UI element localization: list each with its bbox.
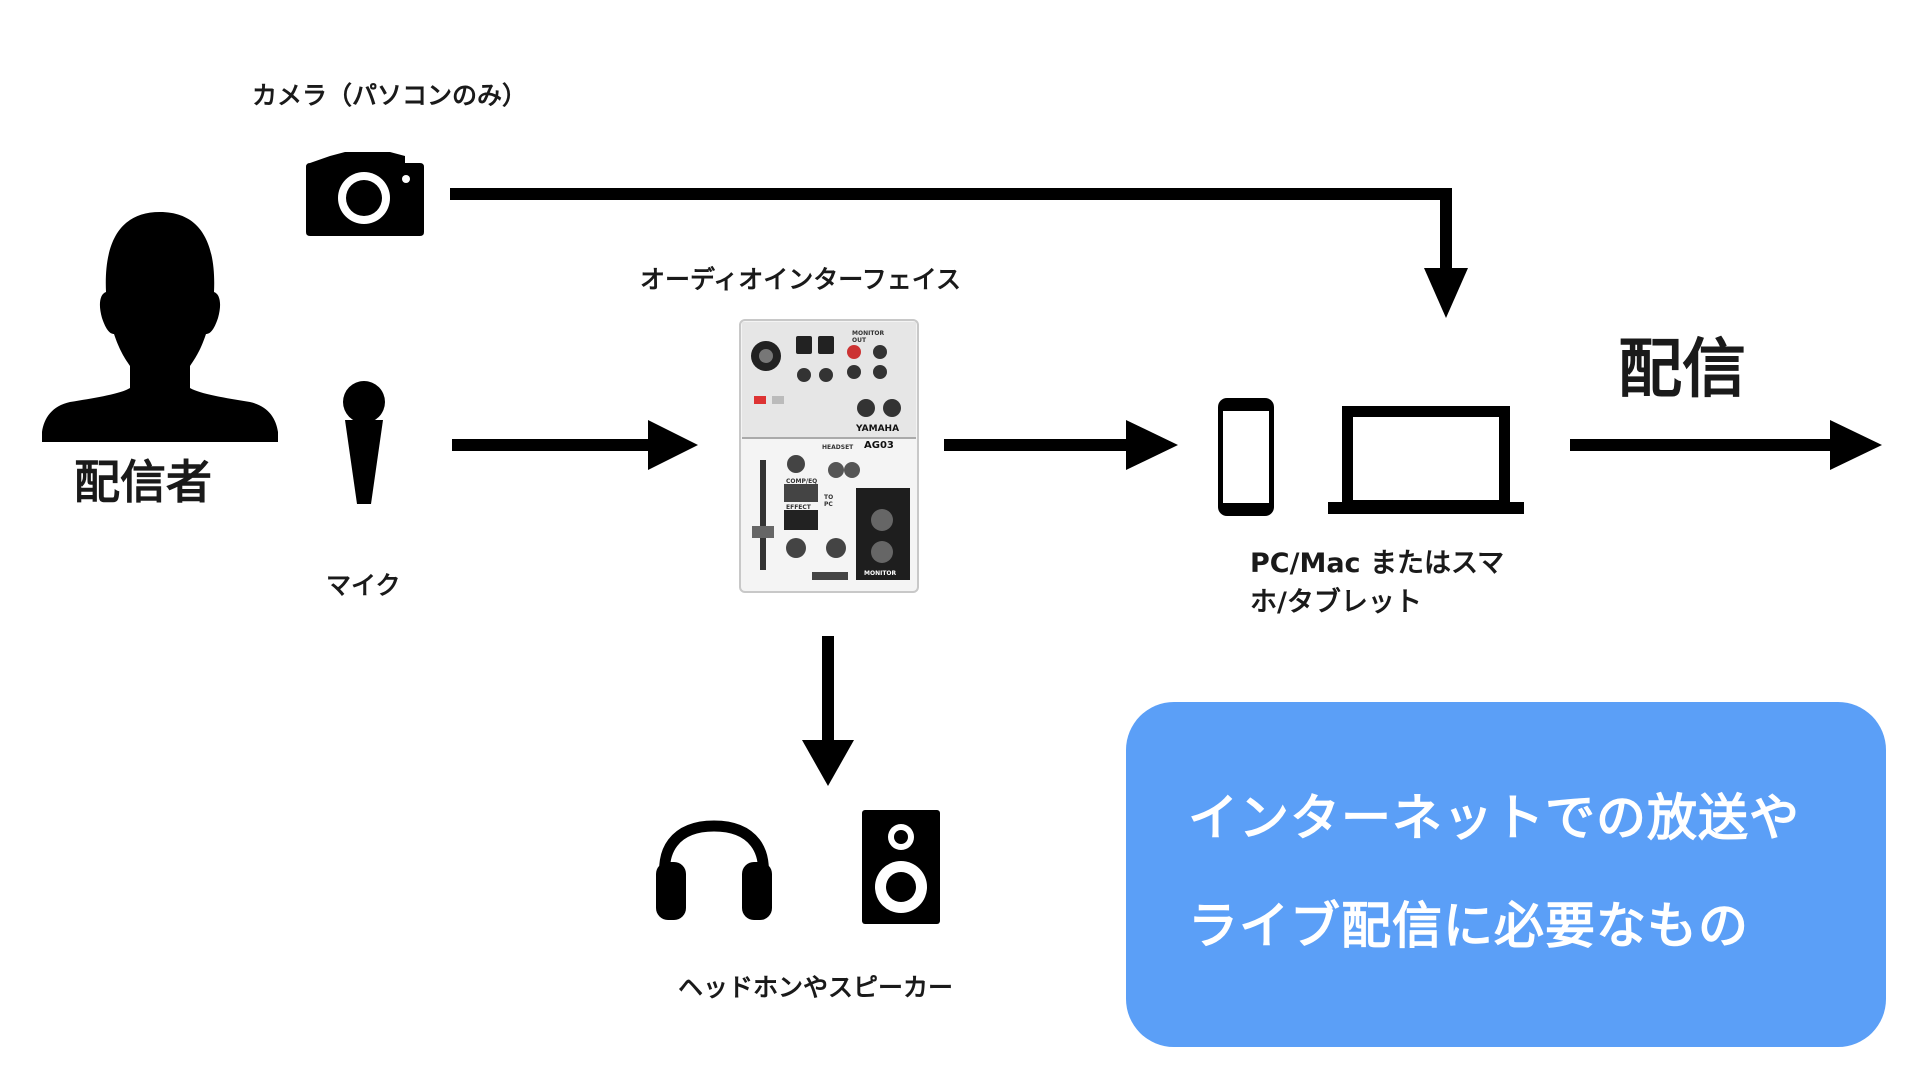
- person-icon: [42, 212, 278, 442]
- interface-brand: YAMAHA: [856, 424, 900, 434]
- devices-label: PC/Mac またはスマホ/タブレット: [1250, 548, 1505, 618]
- smartphone-icon: [1218, 398, 1274, 516]
- headphones-icon: [656, 820, 772, 920]
- camera-label: カメラ（パソコンのみ）: [252, 81, 528, 110]
- callout-line-1: インターネットでの放送や: [1188, 789, 1800, 847]
- audio-interface-label: オーディオインターフェイス: [640, 265, 962, 294]
- interface-model: AG03: [864, 440, 894, 451]
- audio-interface-image: [739, 319, 919, 593]
- mic-label: マイク: [326, 571, 401, 600]
- laptop-icon: [1328, 406, 1524, 514]
- arrow-interface-to-output: [802, 636, 854, 786]
- camera-icon: [306, 152, 424, 236]
- interface-to-pc: TO PC: [824, 494, 834, 508]
- arrow-devices-to-distribution: [1570, 420, 1882, 470]
- distribution-label: 配信: [1618, 333, 1746, 407]
- callout-line-2: ライブ配信に必要なもの: [1188, 897, 1749, 955]
- output-devices-label: ヘッドホンやスピーカー: [678, 973, 954, 1002]
- interface-monitor: MONITOR: [864, 570, 897, 577]
- interface-comp-eq: COMP/EQ: [786, 478, 818, 485]
- arrow-interface-to-devices: [944, 420, 1178, 470]
- arrow-camera-to-devices: [450, 188, 1468, 318]
- callout-box: インターネットでの放送や ライブ配信に必要なもの: [1126, 702, 1886, 1047]
- interface-effect: EFFECT: [786, 504, 811, 511]
- broadcaster-label: 配信者: [74, 455, 212, 509]
- arrow-mic-to-interface: [452, 420, 698, 470]
- interface-headset: HEADSET: [822, 444, 854, 451]
- interface-monitor-out: MONITOR OUT: [852, 330, 885, 344]
- speaker-icon: [862, 810, 940, 924]
- microphone-icon: [343, 381, 385, 504]
